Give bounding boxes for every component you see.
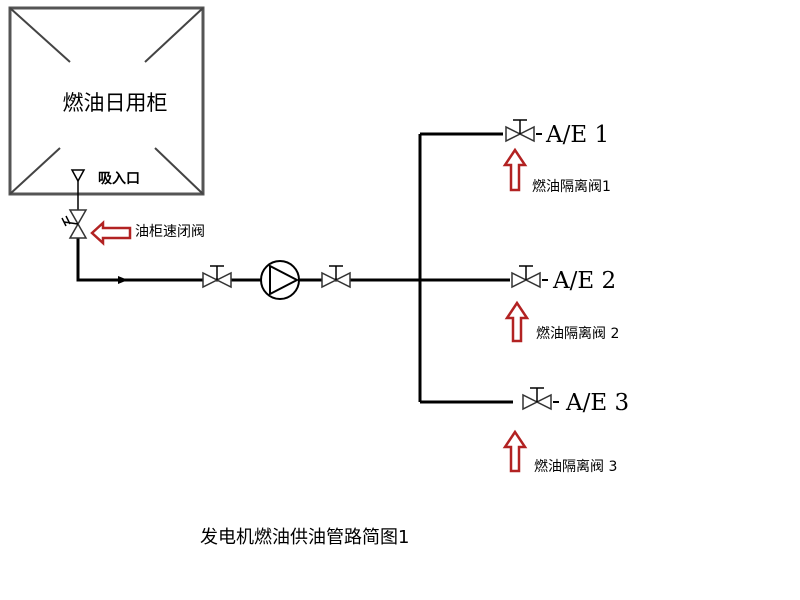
tank-cross-line (154, 147, 204, 195)
inlet-valve-icon (202, 265, 232, 289)
isolation-valve-2-arrow-icon (504, 300, 530, 343)
fuel-pump-icon (260, 260, 300, 300)
branch-1: A/E 1 燃油隔离阀1 (502, 119, 611, 195)
isolation-valve-1-label: 燃油隔离阀1 (532, 178, 611, 195)
branch-2: A/E 2 燃油隔离阀 2 (504, 265, 619, 343)
supply-pipe (76, 238, 420, 282)
engine-label-1: A/E 1 (545, 122, 609, 148)
suction-inlet-label: 吸入口 (98, 171, 140, 187)
quick-close-valve-icon (61, 209, 88, 239)
diagram-caption: 发电机燃油供油管路简图1 (200, 527, 409, 548)
engine-label-3: A/E 3 (565, 390, 629, 416)
isolation-valve-3-label: 燃油隔离阀 3 (534, 458, 617, 475)
quick-close-valve-arrow-icon (90, 220, 132, 246)
flow-direction-icon (118, 276, 128, 284)
tank-cross-line (9, 7, 71, 63)
isolation-valve-1-arrow-icon (502, 147, 528, 192)
main-piping (76, 132, 513, 404)
engine-label-2: A/E 2 (552, 268, 616, 294)
suction-inlet-icon (70, 169, 86, 183)
isolation-valve-2-label: 燃油隔离阀 2 (536, 325, 619, 342)
tank-cross-line (144, 7, 204, 63)
branch-3: A/E 3 燃油隔离阀 3 (502, 387, 629, 475)
isolation-valve-3-icon (522, 387, 559, 411)
isolation-valve-2-icon (511, 265, 548, 289)
tank-label: 燃油日用柜 (63, 91, 168, 115)
outlet-valve-icon (321, 265, 351, 289)
quick-close-valve-label: 油柜速闭阀 (135, 224, 205, 240)
isolation-valve-3-arrow-icon (502, 429, 528, 473)
tank-cross-line (9, 147, 61, 195)
isolation-valve-1-icon (505, 119, 542, 143)
fuel-day-tank: 燃油日用柜 吸入口 (8, 6, 205, 196)
